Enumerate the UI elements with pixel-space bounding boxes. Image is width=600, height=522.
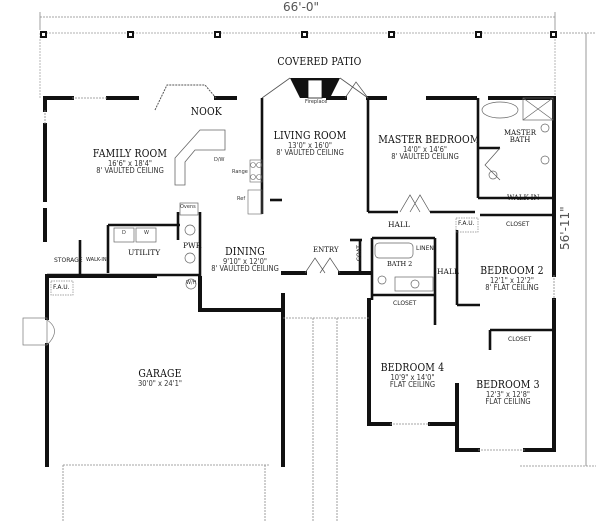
fireplace-tag: Fireplace bbox=[305, 99, 328, 105]
depth-dimension: 56'-11" bbox=[558, 206, 572, 250]
master-bath-fixtures bbox=[481, 97, 554, 180]
living-room-label: LIVING ROOM 13'0" x 16'0" 8' VAULTED CEI… bbox=[255, 130, 365, 157]
bedroom-2-label: BEDROOM 2 12'1" x 12'2" 8' FLAT CEILING bbox=[467, 265, 557, 292]
family-room-label: FAMILY ROOM 16'6" x 18'4" 8' VAULTED CEI… bbox=[70, 148, 190, 175]
room-ceiling: 8' VAULTED CEILING bbox=[96, 166, 164, 176]
room-name: BEDROOM 2 bbox=[480, 264, 544, 277]
dw-tag: D/W bbox=[214, 157, 225, 163]
fau-hall-tag: F.A.U. bbox=[458, 220, 475, 227]
ovens-tag: Ovens bbox=[180, 204, 196, 210]
entry-label: ENTRY bbox=[313, 246, 339, 254]
room-name: BEDROOM 3 bbox=[476, 378, 540, 391]
room-size: 10'9" x 14'0" bbox=[390, 372, 435, 382]
room-name: MASTER BATH bbox=[503, 129, 537, 145]
garage-label: GARAGE 30'0" x 24'1" bbox=[120, 368, 200, 387]
doors bbox=[304, 81, 501, 274]
room-size: 12'3" x 12'8" bbox=[486, 389, 530, 399]
fau-garage-tag: F.A.U. bbox=[53, 284, 70, 291]
room-size: 12'1" x 12'2" bbox=[490, 275, 534, 285]
width-dimension: 66'-0" bbox=[283, 0, 320, 14]
walk-in-label: WALK-IN bbox=[507, 194, 540, 202]
room-size: 9'10" x 12'0" bbox=[223, 256, 267, 266]
kitchen-island bbox=[174, 129, 226, 186]
washer-tag: W bbox=[144, 230, 149, 236]
utility-fixtures bbox=[113, 202, 199, 290]
bath-2-label: BATH 2 bbox=[387, 260, 413, 268]
room-name: DINING bbox=[225, 245, 265, 258]
bath2-fixtures bbox=[374, 242, 434, 292]
range-tag: Range bbox=[232, 169, 248, 175]
master-bath-label: MASTER BATH bbox=[500, 129, 540, 145]
room-ceiling: 8' VAULTED CEILING bbox=[391, 152, 459, 162]
covered-patio-label: COVERED PATIO bbox=[277, 55, 362, 68]
range-icon bbox=[247, 159, 263, 215]
windows bbox=[44, 97, 555, 522]
fau-boxes bbox=[50, 217, 479, 296]
room-ceiling: 8' FLAT CEILING bbox=[485, 283, 539, 293]
bedroom-3-label: BEDROOM 3 12'3" x 12'8" FLAT CEILING bbox=[463, 379, 553, 406]
nook-bay bbox=[154, 84, 217, 111]
room-ceiling: FLAT CEILING bbox=[485, 397, 531, 407]
covered-patio-outline bbox=[39, 32, 556, 98]
nook-label: NOOK bbox=[190, 105, 222, 118]
coat-tag: COAT bbox=[355, 245, 363, 262]
room-name: BEDROOM 4 bbox=[380, 361, 445, 374]
dryer-tag: D bbox=[122, 230, 126, 236]
room-size: 13'0" x 16'0" bbox=[288, 140, 332, 150]
dimension-lines bbox=[39, 12, 596, 467]
room-name: FAMILY ROOM bbox=[92, 147, 168, 160]
room-size: 16'6" x 18'4" bbox=[108, 158, 152, 168]
room-ceiling: FLAT CEILING bbox=[389, 380, 436, 390]
bedroom-4-label: BEDROOM 4 10'9" x 14'0" FLAT CEILING bbox=[375, 362, 450, 389]
closet-master-tag: CLOSET bbox=[506, 221, 530, 228]
hall-1-label: HALL bbox=[388, 220, 410, 229]
room-ceiling: 8' VAULTED CEILING bbox=[276, 148, 344, 158]
master-bedroom-label: MASTER BEDROOM 14'0" x 14'6" 8' VAULTED … bbox=[370, 134, 480, 161]
closet-bath2-tag: CLOSET bbox=[393, 300, 417, 307]
room-ceiling: 8' VAULTED CEILING bbox=[211, 264, 279, 274]
room-name: MASTER BEDROOM bbox=[378, 133, 480, 146]
room-size: 14'0" x 14'6" bbox=[403, 144, 447, 154]
linen-tag: LINEN bbox=[416, 245, 434, 252]
pwr-label: PWR bbox=[183, 241, 202, 250]
fireplace-icon bbox=[261, 77, 369, 99]
ref-tag: Ref bbox=[237, 196, 246, 202]
walk-in-small-tag: WALK-IN bbox=[86, 257, 107, 263]
storage-tag: STORAGE bbox=[54, 257, 83, 264]
room-name: LIVING ROOM bbox=[273, 129, 347, 142]
interior-walls bbox=[47, 98, 554, 350]
room-size: 30'0" x 24'1" bbox=[138, 378, 182, 388]
room-name: GARAGE bbox=[138, 367, 182, 380]
closet-bed3-tag: CLOSET bbox=[508, 336, 532, 343]
dining-label: DINING 9'10" x 12'0" 8' VAULTED CEILING bbox=[205, 246, 285, 273]
garage-side-door bbox=[22, 317, 55, 346]
hall-2-label: HALL bbox=[437, 267, 459, 276]
wh-tag: W/H bbox=[186, 280, 197, 286]
utility-label: UTILITY bbox=[128, 248, 161, 257]
